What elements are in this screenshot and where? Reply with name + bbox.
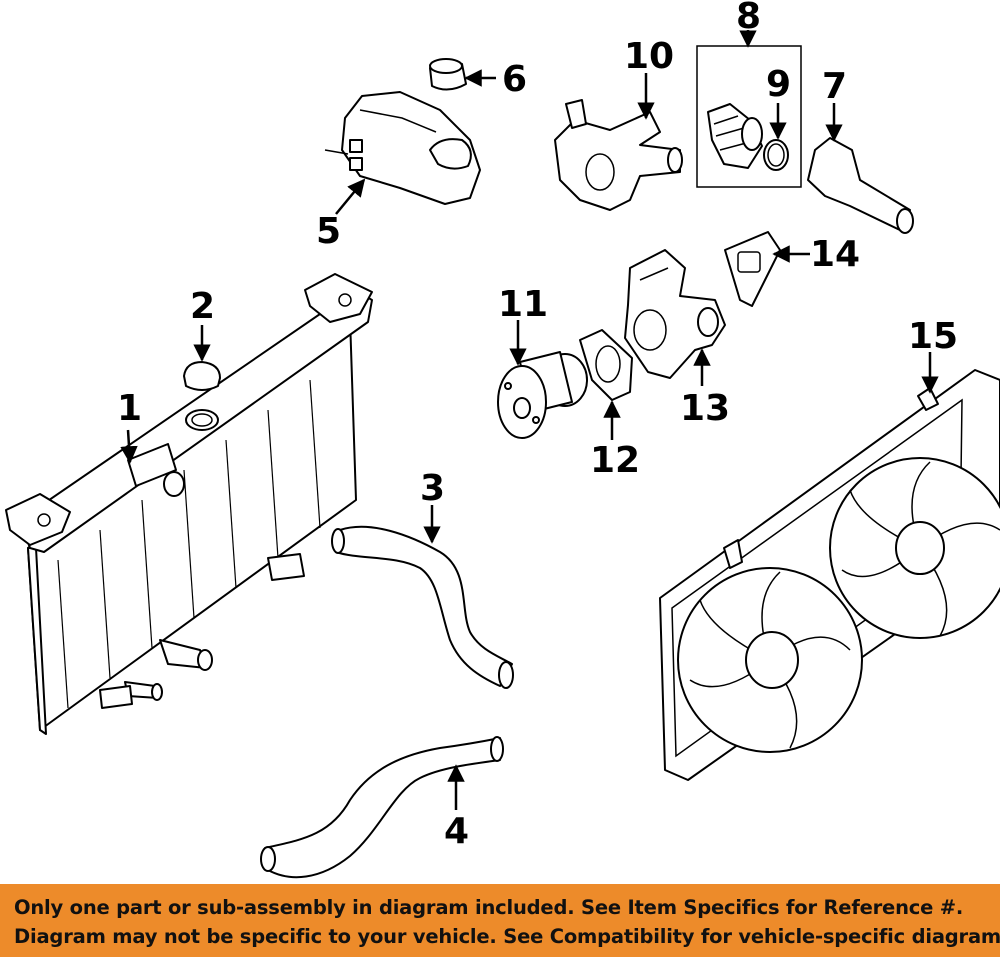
thermostat-gasket-ring bbox=[763, 139, 789, 171]
callout-12: 12 bbox=[590, 440, 640, 481]
water-outlet-part bbox=[807, 137, 914, 234]
callout-3: 3 bbox=[420, 468, 445, 509]
thermostat-part bbox=[707, 103, 763, 169]
thermostat-kit-box bbox=[696, 45, 802, 188]
reservoir-cap-part bbox=[429, 58, 467, 91]
disclaimer-line-1: Only one part or sub-assembly in diagram… bbox=[14, 896, 964, 919]
radiator-core-fins bbox=[57, 379, 321, 709]
callout-6: 6 bbox=[502, 59, 527, 100]
leader-arrows bbox=[120, 30, 939, 810]
callout-7: 7 bbox=[822, 66, 847, 107]
cooling-fan-assembly-part bbox=[659, 369, 1000, 781]
parts-diagram: 1 2 3 4 5 6 7 8 9 10 11 12 13 14 15 bbox=[5, 0, 1000, 879]
callout-11: 11 bbox=[498, 284, 548, 325]
callout-14: 14 bbox=[810, 234, 860, 275]
callout-8: 8 bbox=[736, 0, 761, 37]
callout-15: 15 bbox=[908, 316, 958, 357]
pump-housing-part bbox=[624, 249, 726, 379]
pump-gasket-part bbox=[579, 329, 633, 401]
callout-labels: 1 2 3 4 5 6 7 8 9 10 11 12 13 14 15 bbox=[117, 0, 958, 852]
disclaimer-line-2: Diagram may not be specific to your vehi… bbox=[14, 925, 1000, 948]
fan-blades bbox=[689, 461, 1000, 749]
callout-4: 4 bbox=[444, 811, 469, 852]
callout-9: 9 bbox=[766, 64, 791, 105]
lower-hose-part bbox=[260, 736, 504, 879]
callout-5: 5 bbox=[316, 211, 341, 252]
callout-1: 1 bbox=[117, 388, 142, 429]
callout-13: 13 bbox=[680, 388, 730, 429]
water-pump-part bbox=[497, 351, 588, 439]
callout-2: 2 bbox=[190, 286, 215, 327]
radiator-cap-part bbox=[183, 361, 221, 431]
callout-10: 10 bbox=[624, 36, 674, 77]
upper-hose-part bbox=[331, 525, 514, 689]
gasket-part-14 bbox=[724, 231, 781, 307]
disclaimer-banner: Only one part or sub-assembly in diagram… bbox=[0, 884, 1000, 957]
radiator-part bbox=[5, 273, 373, 735]
reservoir-tank-part bbox=[324, 91, 481, 205]
thermostat-housing-part bbox=[554, 99, 683, 211]
